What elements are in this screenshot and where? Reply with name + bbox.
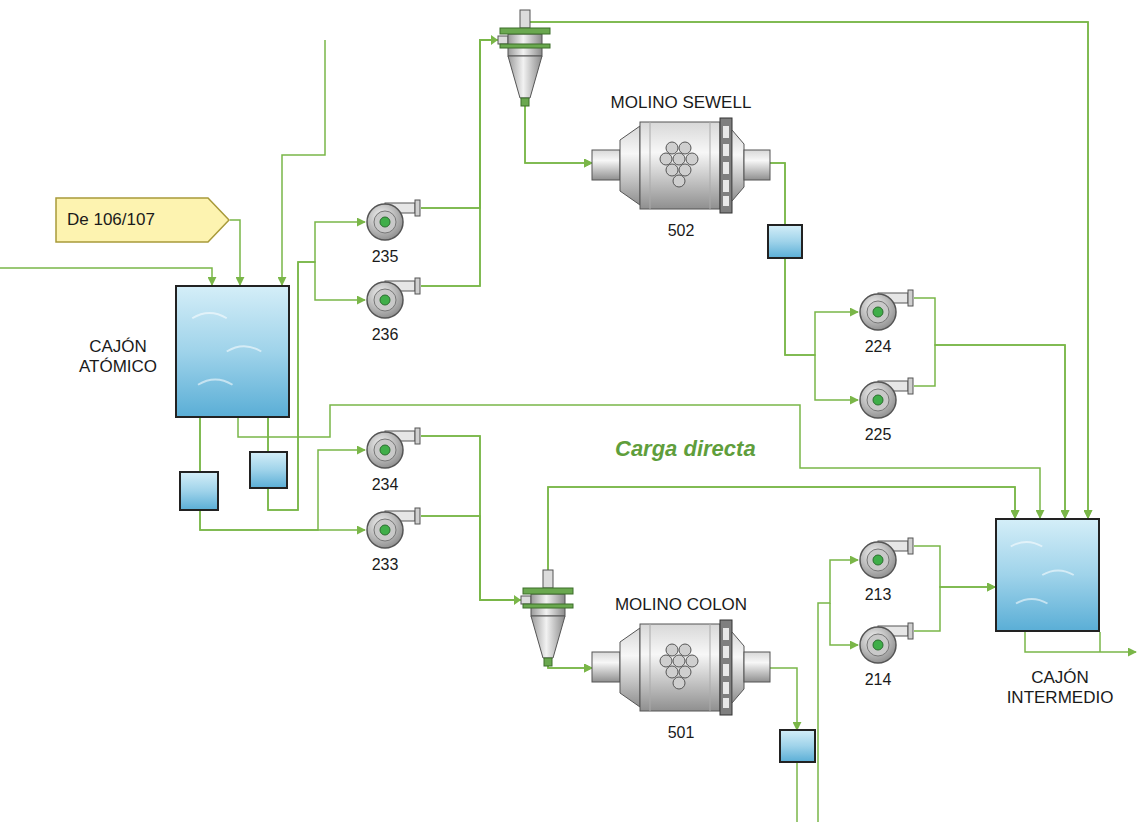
equipment-number: 213 bbox=[838, 585, 918, 604]
pipe-connector bbox=[421, 40, 592, 208]
sump-tank bbox=[780, 730, 815, 762]
pipe-connector bbox=[421, 487, 1015, 600]
pipe-connector bbox=[914, 546, 995, 587]
pump: 234 bbox=[365, 428, 421, 472]
pipe-connector bbox=[770, 163, 858, 400]
outlet-pipe bbox=[1099, 632, 1101, 652]
equipment-name: MOLINO SEWELL bbox=[571, 93, 791, 113]
pump-shape bbox=[365, 508, 421, 552]
pump-shape bbox=[365, 200, 421, 244]
pump: 235 bbox=[365, 200, 421, 244]
pump: 236 bbox=[365, 278, 421, 322]
equipment-number: 234 bbox=[345, 475, 425, 494]
pipe-connector bbox=[421, 436, 1015, 600]
pipe-connector bbox=[200, 418, 365, 530]
pump: 225 bbox=[858, 378, 914, 422]
hydrocyclone bbox=[491, 10, 550, 106]
feed-pipe bbox=[282, 40, 325, 285]
equipment-number: 235 bbox=[345, 247, 425, 266]
equipment-number: 502 bbox=[571, 221, 791, 240]
tank: CAJÓN INTERMEDIO bbox=[995, 518, 1100, 632]
tank-shape bbox=[995, 518, 1100, 632]
ball-mill-shape bbox=[592, 118, 770, 213]
pump-shape bbox=[858, 623, 914, 667]
hydrocyclone bbox=[514, 570, 573, 666]
equipment-name: MOLINO COLON bbox=[571, 595, 791, 615]
sump-tank bbox=[180, 472, 218, 510]
tank-name: CAJÓN INTERMEDIO bbox=[995, 668, 1125, 709]
equipment-number: 233 bbox=[345, 555, 425, 574]
feed-pipes bbox=[0, 40, 1136, 822]
tank: CAJÓN ATÓMICO bbox=[175, 285, 290, 418]
suction-pipe bbox=[830, 603, 858, 645]
pipe-group bbox=[200, 22, 1088, 668]
equipment-number: 224 bbox=[838, 337, 918, 356]
pipe-connector bbox=[421, 436, 592, 668]
pipe-connector bbox=[421, 40, 592, 286]
tank-shape bbox=[175, 285, 290, 418]
pump-shape bbox=[858, 538, 914, 582]
feed-pipe bbox=[0, 268, 212, 285]
pump-shape bbox=[858, 290, 914, 334]
pump-shape bbox=[365, 278, 421, 322]
pipe-connector bbox=[914, 587, 995, 631]
suction-pipe bbox=[818, 560, 858, 822]
sump-tank bbox=[768, 225, 802, 258]
pipe-connector bbox=[914, 345, 1065, 518]
pipe-connector bbox=[421, 22, 1088, 518]
pump: 224 bbox=[858, 290, 914, 334]
pipe-connector bbox=[230, 220, 240, 285]
ball-mill: MOLINO COLON501 bbox=[592, 620, 770, 715]
ball-mill-shape bbox=[592, 620, 770, 715]
pipe-connector bbox=[200, 418, 365, 530]
tank-name: CAJÓN ATÓMICO bbox=[71, 337, 165, 378]
pipe-connector bbox=[421, 22, 1088, 518]
source-tag: De 106/107 bbox=[55, 197, 230, 243]
pump: 233 bbox=[365, 508, 421, 552]
pump-shape bbox=[365, 428, 421, 472]
equipment-number: 225 bbox=[838, 425, 918, 444]
pump: 214 bbox=[858, 623, 914, 667]
pipe-connector bbox=[421, 516, 592, 668]
pipe-connector bbox=[914, 298, 1065, 518]
source-label: De 106/107 bbox=[67, 210, 155, 230]
pipe-label: Carga directa bbox=[612, 436, 759, 462]
equipment-number: 214 bbox=[838, 670, 918, 689]
sump-tank bbox=[250, 452, 287, 488]
ball-mill: MOLINO SEWELL502 bbox=[592, 118, 770, 213]
discharge-pipe bbox=[770, 668, 797, 730]
pump: 213 bbox=[858, 538, 914, 582]
pipe-connector bbox=[238, 405, 1040, 518]
pump-shape bbox=[858, 378, 914, 422]
equipment-number: 501 bbox=[571, 723, 791, 742]
outlet-pipe bbox=[1025, 632, 1136, 652]
discharge-pipe bbox=[796, 762, 798, 822]
hydrocyclones bbox=[491, 10, 573, 666]
equipment-number: 236 bbox=[345, 325, 425, 344]
